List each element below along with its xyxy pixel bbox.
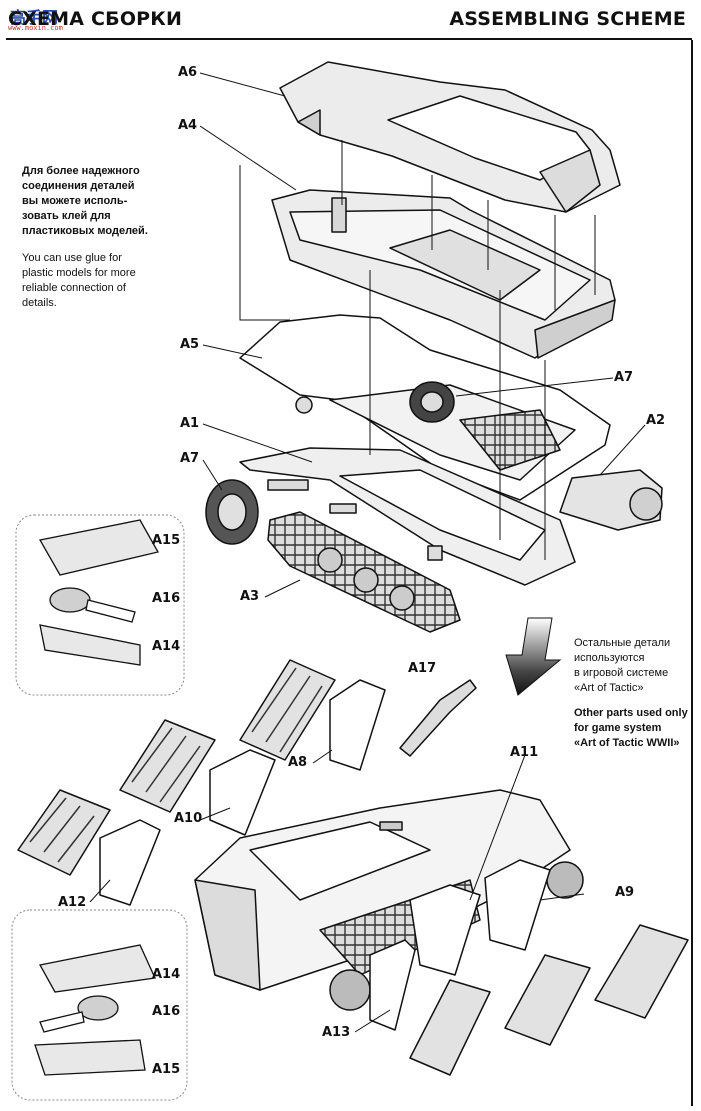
logo-text-top: 高手网 [10,8,59,27]
part-a9-plate [484,859,551,951]
other-note-en-line: for game system [574,722,662,734]
label-a10: A10 [174,811,203,826]
label-a9: A9 [615,885,635,900]
callout-parts [34,519,159,1076]
part-a4-hull-tub [271,189,616,359]
part-a2-track-right [559,469,663,531]
rocket-rack-3 [239,659,336,761]
other-note-en-line: «Art of Tactic WWII» [574,737,680,749]
other-note-ru-line: Остальные детали [574,637,671,649]
other-note-ru-line: используются [574,652,645,664]
other-note-ru-line: в игровой системе [574,667,669,679]
label-a7-right: A7 [614,370,634,385]
rocket-rack-6 [594,924,689,1019]
part-a17-gun [399,679,477,757]
label-a5: A5 [180,337,200,352]
callout-a15-bottom [34,1039,146,1076]
title-english: ASSEMBLING SCHEME [449,8,686,30]
part-a8-plate [329,679,386,771]
glue-note-en-line: plastic models for more [22,267,136,279]
label-a16-top: A16 [152,591,181,606]
part-a13-plate [369,939,416,1031]
glue-note-en-line: reliable connection of [22,282,126,294]
glue-note: Для более надежного соединения деталей в… [22,164,172,311]
glue-note-ru-line: вы можете исполь- [22,195,128,207]
glue-note-ru-line: зовать клей для [22,210,111,222]
part-a7-wheel-upper [409,381,455,423]
header-rule [6,38,692,40]
part-a6-upper-hull [279,61,621,213]
label-a17: A17 [408,661,437,676]
callout-bubble-bottom [11,909,188,1101]
glue-note-en-line: details. [22,297,57,309]
label-a12: A12 [58,895,87,910]
label-a3: A3 [240,589,260,604]
label-a6: A6 [178,65,198,80]
label-a2: A2 [646,413,666,428]
other-parts-note: Остальные детали используются в игровой … [574,636,699,751]
label-a16-bottom: A16 [152,1004,181,1019]
logo-text-bottom: www.moxin.com [8,24,63,32]
part-a10-plate [209,749,276,836]
label-a14-top: A14 [152,639,181,654]
leader-lines [89,72,646,1033]
glue-note-ru-line: соединения деталей [22,180,135,192]
callout-a14-top [39,624,141,666]
label-a4: A4 [178,118,198,133]
part-a3-track-left [267,511,461,633]
glue-note-ru-line: пластиковых моделей. [22,225,148,237]
big-direction-arrow [505,617,562,696]
label-a15-top: A15 [152,533,181,548]
glue-note-ru-line: Для более надежного [22,165,140,177]
label-a15-bottom: A15 [152,1062,181,1077]
callout-a16-bottom [77,995,119,1021]
callout-a16-top [49,587,91,613]
rocket-rack-1 [17,789,111,876]
rocket-rack-2 [119,719,216,813]
callout-a15-top [38,519,159,576]
callout-a14-bottom [38,944,156,993]
other-note-ru-line: «Art of Tactic» [574,682,644,694]
callout-bubbles [11,514,188,1101]
glue-note-en-line: You can use glue for [22,252,122,264]
callout-bubble-top [15,514,185,696]
right-border-rule [691,40,693,1106]
part-a7-wheel-left [205,479,259,545]
bracket-plates [99,679,551,1031]
label-a14-bottom: A14 [152,967,181,982]
label-a8: A8 [288,755,308,770]
rocket-rack-4 [409,979,491,1076]
other-parts-note-ru: Остальные детали используются в игровой … [574,636,699,696]
label-a1: A1 [180,416,200,431]
glue-note-ru: Для более надежного соединения деталей в… [22,164,172,239]
label-a11: A11 [510,745,539,760]
part-a11-plate [409,884,481,976]
label-a7-left: A7 [180,451,200,466]
watermark-logo: 高手网 www.moxin.com [8,4,68,34]
title-russian: СХЕМА СБОРКИ [8,8,183,30]
other-note-en-line: Other parts used only [574,707,688,719]
part-a1-chassis [239,447,576,586]
glue-note-en: You can use glue for plastic models for … [22,251,172,311]
label-a13: A13 [322,1025,351,1040]
part-a12-plate [99,819,161,906]
rocket-rack-5 [504,954,591,1046]
other-parts-note-en: Other parts used only for game system «A… [574,706,699,751]
